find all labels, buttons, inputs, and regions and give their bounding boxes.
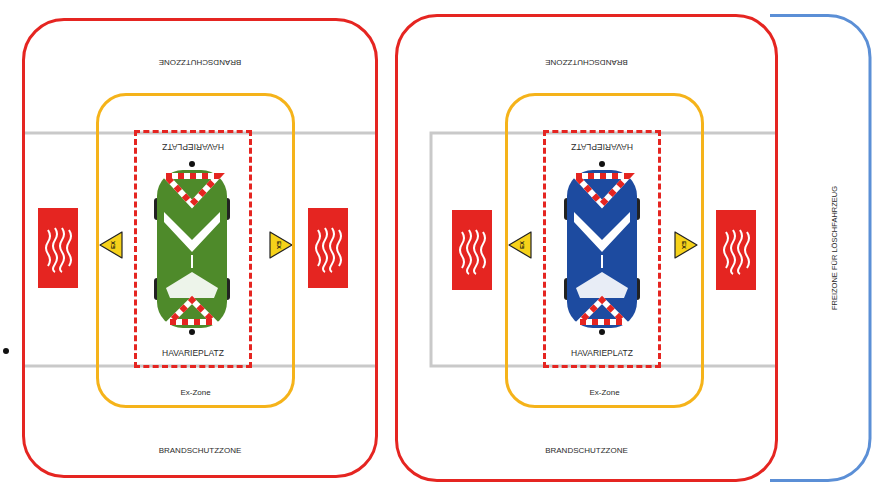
zone-label: BRANDSCHUTZZONE [25,58,375,66]
ex-warning-label: EX [519,241,525,249]
zone-label: FREIZONE FÜR LÖSCHFAHRZEUG [831,186,839,310]
zone-label: BRANDSCHUTZZONE [25,447,375,455]
zone-label: HAVARIEPLATZ [137,142,249,151]
fire-protection-zone: BRANDSCHUTZZONE BRANDSCHUTZZONE Ex-Zone HAV… [395,14,778,482]
fire-truck-clearance-zone: FREIZONE FÜR LÖSCHFAHRZEUG [740,14,872,482]
ex-warning-label: EX [110,241,116,249]
ex-warning-label: EX [681,241,687,249]
ex-warning-label: EX [276,241,282,249]
accident-area: HAVARIEPLATZ HAVARIEPLATZ [134,130,252,368]
zone-border [770,16,870,481]
zone-label: HAVARIEPLATZ [546,142,658,151]
zone-label: BRANDSCHUTZZONE [398,447,775,455]
zone-outline [740,14,872,482]
zone-label: Ex-Zone [508,389,701,397]
accident-area: HAVARIEPLATZ HAVARIEPLATZ [543,130,661,368]
zone-label: HAVARIEPLATZ [137,349,249,358]
zone-label: Ex-Zone [99,389,292,397]
zone-label: HAVARIEPLATZ [546,349,658,358]
fire-protection-zone: BRANDSCHUTZZONE BRANDSCHUTZZONE Ex-Zone HAV… [22,18,378,478]
ex-zone: Ex-Zone HAVARIEPLATZ HAVARIEPLATZ [505,93,704,408]
ex-zone: Ex-Zone HAVARIEPLATZ HAVARIEPLATZ [96,93,295,408]
zone-label: BRANDSCHUTZZONE [398,58,775,66]
